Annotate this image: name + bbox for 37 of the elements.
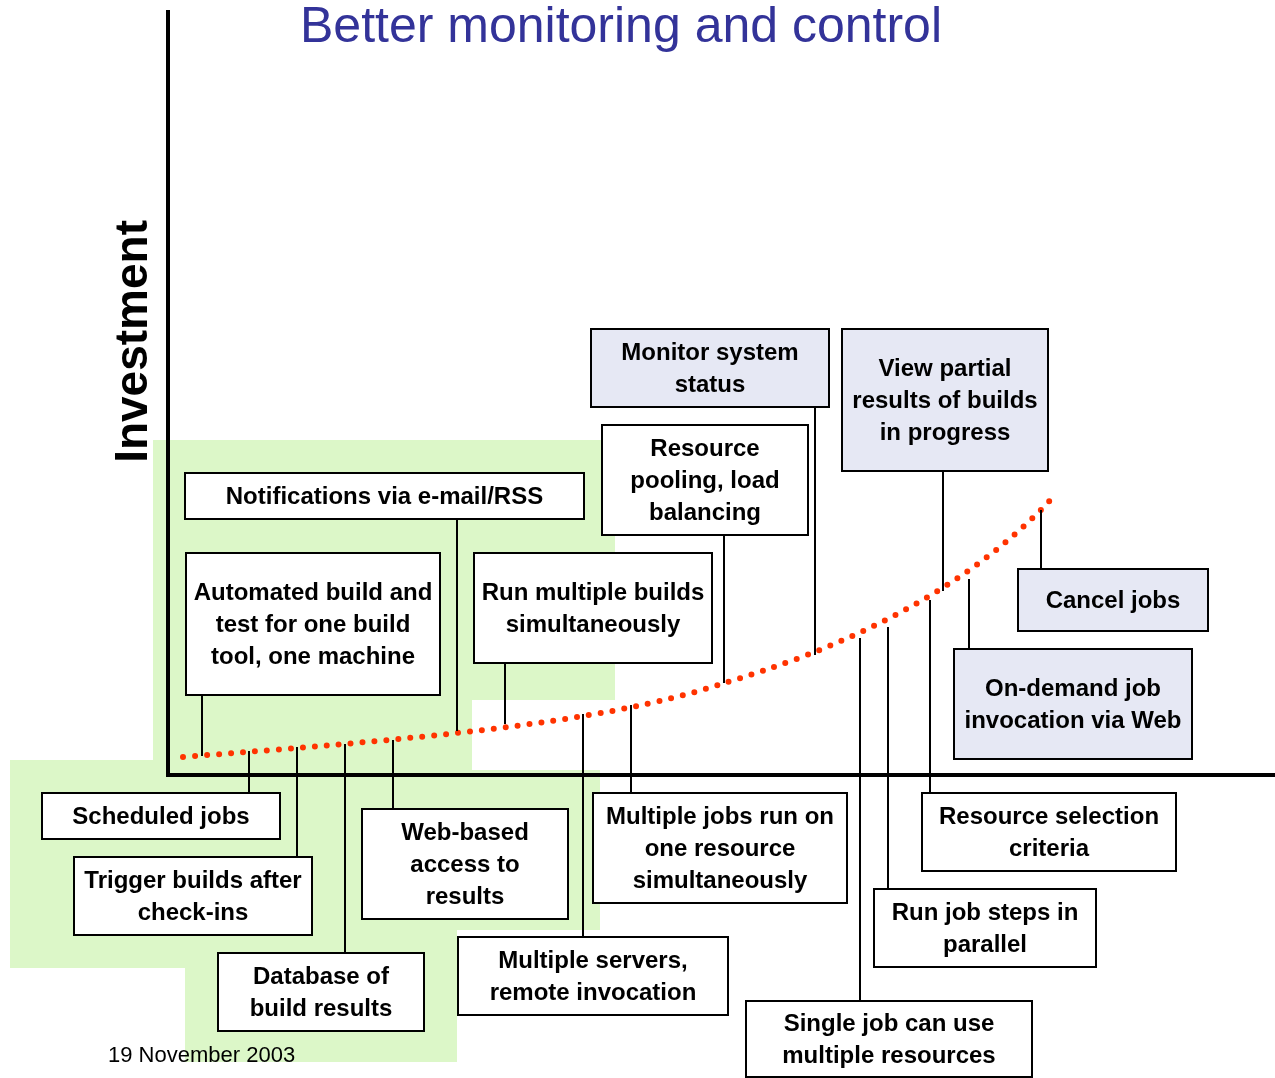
feature-box: Run job steps in parallel — [873, 888, 1097, 968]
feature-box: On-demand job invocation via Web — [953, 648, 1193, 760]
leader-line — [504, 663, 506, 725]
feature-box: Notifications via e-mail/RSS — [184, 472, 585, 520]
feature-box: Scheduled jobs — [41, 792, 281, 840]
leader-line — [968, 578, 970, 649]
feature-box: Cancel jobs — [1017, 568, 1209, 632]
leader-line — [942, 471, 944, 592]
leader-line — [296, 746, 298, 857]
leader-line — [582, 713, 584, 937]
leader-line — [887, 626, 889, 889]
leader-line — [1040, 509, 1042, 569]
feature-box: Resource selection criteria — [921, 792, 1177, 872]
leader-line — [630, 704, 632, 793]
feature-box: Run multiple builds simultaneously — [473, 552, 713, 664]
slide-title: Better monitoring and control — [300, 0, 943, 54]
leader-line — [723, 535, 725, 684]
leader-line — [814, 407, 816, 656]
feature-box: Monitor system status — [590, 328, 830, 408]
leader-line — [456, 519, 458, 732]
leader-line — [344, 743, 346, 953]
leader-line — [392, 739, 394, 809]
feature-box: Database of build results — [217, 952, 425, 1032]
feature-box: Resource pooling, load balancing — [601, 424, 809, 536]
feature-box: Web-based access to results — [361, 808, 569, 920]
axis-label: Investment — [104, 220, 158, 463]
feature-box: View partial results of builds in progress — [841, 328, 1049, 472]
feature-box: Automated build and test for one build tool, one machine — [185, 552, 441, 696]
feature-box: Multiple jobs run on one resource simultaneously — [592, 792, 848, 904]
leader-line — [248, 750, 250, 793]
footer-date: 19 November 2003 — [108, 1042, 296, 1068]
feature-box: Multiple servers, remote invocation — [457, 936, 729, 1016]
feature-box: Trigger builds after check-ins — [73, 856, 313, 936]
leader-line — [201, 695, 203, 757]
feature-box: Single job can use multiple resources — [745, 1000, 1033, 1078]
leader-line — [929, 599, 931, 793]
leader-line — [859, 637, 861, 1001]
